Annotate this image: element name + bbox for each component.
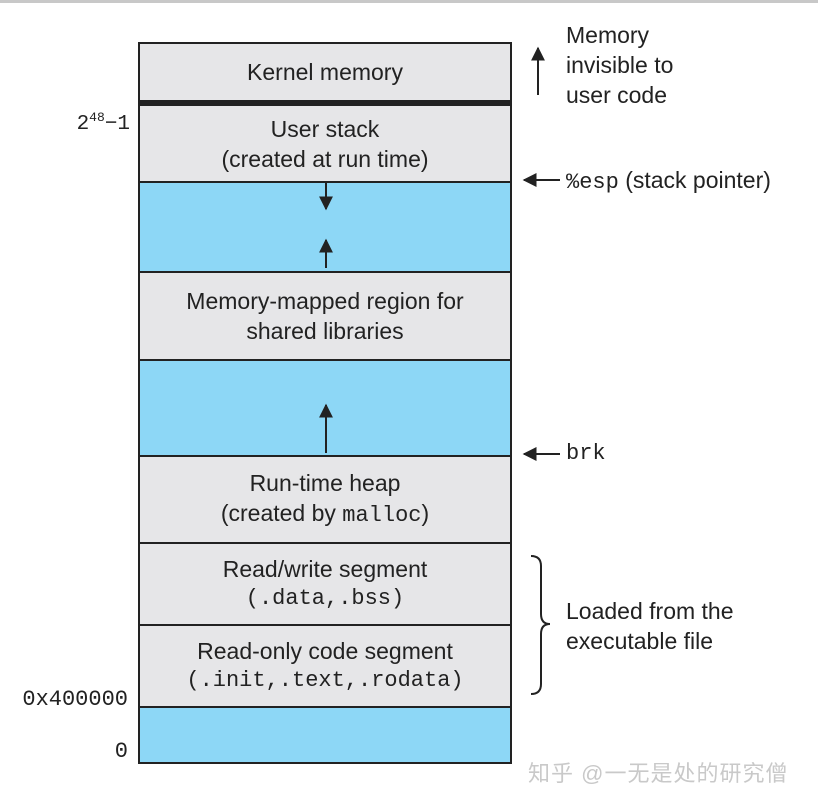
loaded-segments-brace <box>530 555 551 695</box>
malloc-code: malloc <box>342 503 422 528</box>
user-stack-segment: User stack (created at run time) <box>140 106 510 183</box>
shared-libraries-label: Memory-mapped region for <box>186 288 464 314</box>
top-address-label: 248−1 <box>76 110 130 136</box>
stack-pointer-label: %esp (stack pointer) <box>566 165 771 198</box>
heap-sublabel: (created by malloc) <box>220 500 430 528</box>
run-time-heap-segment: Run-time heap (created by malloc) <box>140 457 510 544</box>
brk-label: brk <box>566 441 606 466</box>
address-zero-label: 0 <box>114 739 128 764</box>
read-write-label: Read/write segment <box>222 556 428 582</box>
top-divider <box>0 0 818 3</box>
kernel-note-line2: invisible to <box>566 52 674 78</box>
memory-layout-stack: Kernel memory User stack (created at run… <box>138 42 512 764</box>
watermark: 知乎 @一无是处的研究僧 <box>528 761 789 786</box>
read-write-sublabel: (.data,.bss) <box>245 586 405 611</box>
kernel-note-line1: Memory <box>566 22 650 48</box>
unused-low-region <box>140 708 510 762</box>
read-write-segment: Read/write segment (.data,.bss) <box>140 544 510 626</box>
user-stack-sublabel: (created at run time) <box>221 145 429 172</box>
stack-pointer-text: (stack pointer) <box>625 167 771 193</box>
loaded-note-line1: Loaded from the <box>566 598 734 624</box>
shared-libraries-segment: Memory-mapped region for shared librarie… <box>140 273 510 361</box>
kernel-memory-segment: Kernel memory <box>140 44 510 106</box>
address-0x400000-label: 0x400000 <box>22 687 128 712</box>
read-only-sublabel: (.init,.text,.rodata) <box>186 668 464 693</box>
kernel-note-line3: user code <box>566 82 668 108</box>
heap-label: Run-time heap <box>249 470 401 496</box>
esp-code: %esp <box>566 170 619 195</box>
kernel-memory-label: Kernel memory <box>247 59 403 85</box>
user-stack-label: User stack <box>270 115 380 142</box>
shared-libraries-sublabel: shared libraries <box>246 318 404 344</box>
read-only-label: Read-only code segment <box>197 638 453 664</box>
loaded-note-line2: executable file <box>566 628 714 654</box>
read-only-code-segment: Read-only code segment (.init,.text,.rod… <box>140 626 510 708</box>
